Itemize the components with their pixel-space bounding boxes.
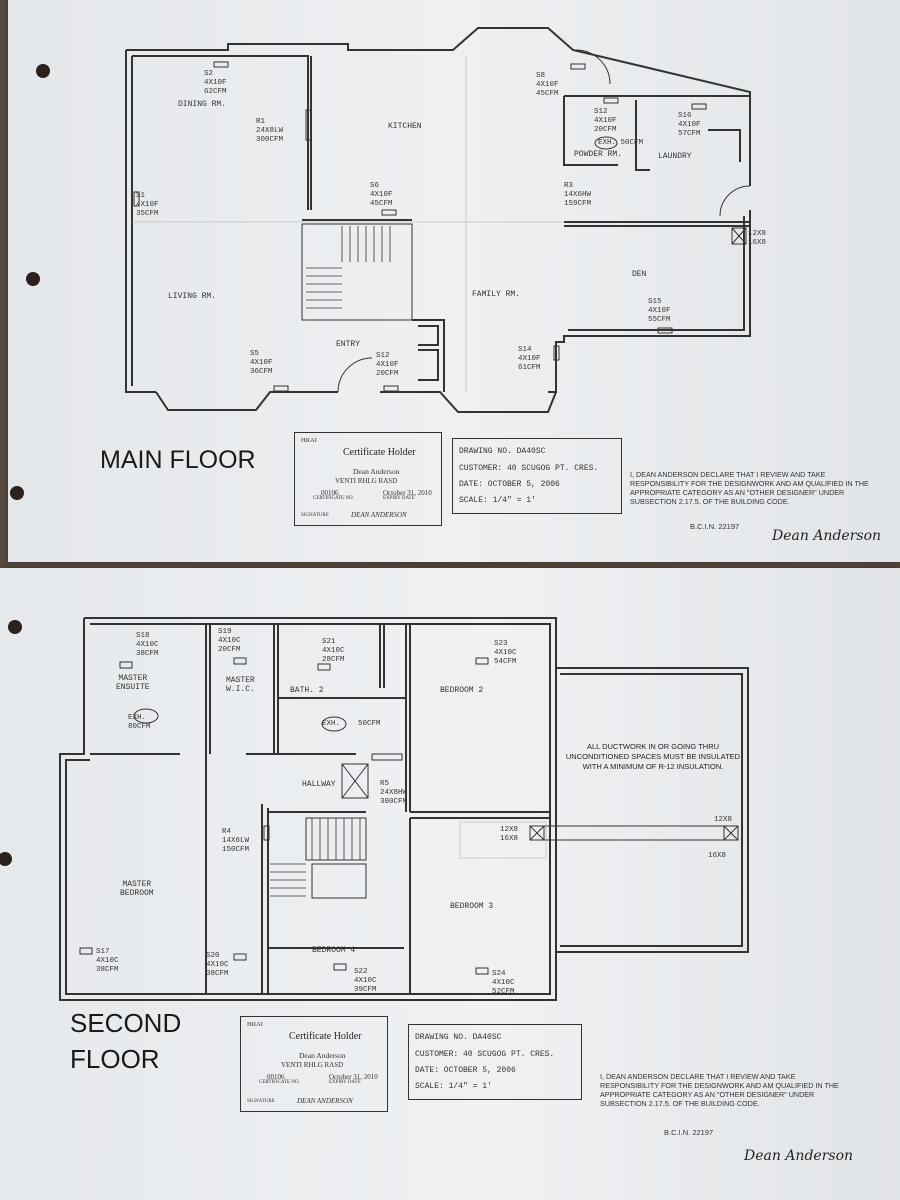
- hrai-logo-text: HRAI: [247, 1021, 263, 1028]
- cert-number-label: CERTIFICATE NO.: [259, 1080, 300, 1085]
- drawing-customer: CUSTOMER: 40 SCUGOG PT. CRES.: [415, 1050, 555, 1059]
- exhaust-bath2-label: EXH. 50CFM: [322, 720, 381, 728]
- cert-expiry: October 31, 2010: [383, 489, 432, 497]
- room-label-bedroom2: BEDROOM 2: [440, 686, 484, 695]
- main-floor-plan-drawing: [125, 27, 751, 413]
- insulation-note: ALL DUCTWORK IN OR GOING THRU UNCONDITIO…: [565, 742, 741, 771]
- room-label-master-ensuite: MASTER ENSUITE: [116, 674, 150, 692]
- main-floor-sheet: DINING RM. KITCHEN POWDER RM. LAUNDRY LI…: [8, 0, 900, 562]
- second-floor-title-line2: FLOOR: [70, 1044, 160, 1074]
- cert-title: Certificate Holder: [289, 1031, 362, 1042]
- exhaust-ensuite-label: EXH.80CFM: [128, 714, 151, 731]
- designer-declaration-main: I, DEAN ANDERSON DECLARE THAT I REVIEW A…: [630, 470, 869, 506]
- drawing-scale: SCALE: 1/4" = 1': [415, 1082, 492, 1091]
- duct-size-second-right-b: 16X8: [708, 852, 727, 860]
- drawing-number: DRAWING NO. DA40SC: [459, 447, 546, 456]
- room-label-master-wic: MASTER W.I.C.: [226, 676, 255, 694]
- bcin-second: B.C.I.N. 22197: [664, 1128, 714, 1137]
- certificate-box-main: HRAI Certificate Holder Dean Anderson VE…: [294, 432, 442, 526]
- cert-expiry-label: EXPIRY DATE: [383, 496, 415, 501]
- drawing-info-box-second: DRAWING NO. DA40SC CUSTOMER: 40 SCUGOG P…: [408, 1024, 582, 1100]
- room-label-living: LIVING RM.: [168, 292, 217, 301]
- second-floor-title-line1: SECOND: [70, 1008, 182, 1038]
- binder-hole: [10, 486, 24, 500]
- cert-signature-label: SIGNATURE: [247, 1099, 275, 1104]
- cert-number-label: CERTIFICATE NO.: [313, 496, 354, 501]
- room-label-bath2: BATH. 2: [290, 686, 324, 695]
- binder-hole: [0, 852, 12, 866]
- cert-categories: VENTI RHLG RASD: [335, 477, 398, 485]
- cert-number: 00106: [321, 489, 339, 497]
- drawing-number: DRAWING NO. DA40SC: [415, 1033, 502, 1042]
- binder-hole: [26, 272, 40, 286]
- second-floor-plan-drawing: [59, 617, 749, 1001]
- room-label-den: DEN: [632, 270, 647, 279]
- cert-categories: VENTI RHLG RASD: [281, 1061, 344, 1069]
- cert-holder: Dean Anderson: [299, 1051, 346, 1060]
- signature-main: Dean Anderson: [772, 528, 882, 544]
- cert-holder: Dean Anderson: [353, 467, 400, 476]
- duct-size-second-right-a: 12X8: [714, 816, 733, 824]
- drawing-scale: SCALE: 1/4" = 1': [459, 496, 536, 505]
- cert-signature: DEAN ANDERSON: [297, 1097, 353, 1105]
- room-label-dining: DINING RM.: [178, 100, 227, 109]
- designer-declaration-second: I, DEAN ANDERSON DECLARE THAT I REVIEW A…: [600, 1072, 839, 1108]
- drawing-date: DATE: OCTOBER 5, 2006: [415, 1066, 516, 1075]
- signature-second: Dean Anderson: [744, 1148, 854, 1164]
- cert-signature: DEAN ANDERSON: [351, 511, 407, 519]
- second-floor-sheet: MASTER ENSUITE MASTER W.I.C. BATH. 2 BED…: [0, 568, 900, 1200]
- cert-signature-label: SIGNATURE: [301, 513, 329, 518]
- binder-hole: [36, 64, 50, 78]
- room-label-hallway: HALLWAY: [302, 780, 336, 789]
- room-label-kitchen: KITCHEN: [388, 122, 422, 131]
- room-label-master-bedroom: MASTER BEDROOM: [120, 880, 154, 898]
- room-label-entry: ENTRY: [336, 340, 361, 349]
- drawing-date: DATE: OCTOBER 5, 2006: [459, 480, 560, 489]
- cert-number: 00106: [267, 1073, 285, 1081]
- hrai-logo-text: HRAI: [301, 437, 317, 444]
- cert-expiry-label: EXPIRY DATE: [329, 1080, 361, 1085]
- room-label-powder: POWDER RM.: [574, 150, 623, 159]
- certificate-box-second: HRAI Certificate Holder Dean Anderson VE…: [240, 1016, 388, 1112]
- exhaust-powder-label: EXH. 50CFM: [598, 139, 644, 147]
- room-label-laundry: LAUNDRY: [658, 152, 692, 161]
- cert-expiry: October 31, 2010: [329, 1073, 378, 1081]
- main-floor-title: MAIN FLOOR: [100, 446, 256, 474]
- room-label-bedroom4: BEDROOM 4: [312, 946, 356, 955]
- room-label-family: FAMILY RM.: [472, 290, 521, 299]
- bcin-main: B.C.I.N. 22197: [690, 522, 740, 531]
- drawing-info-box-main: DRAWING NO. DA40SC CUSTOMER: 40 SCUGOG P…: [452, 438, 622, 514]
- cert-title: Certificate Holder: [343, 447, 416, 458]
- room-label-bedroom3: BEDROOM 3: [450, 902, 494, 911]
- drawing-customer: CUSTOMER: 40 SCUGOG PT. CRES.: [459, 464, 599, 473]
- binder-hole: [8, 620, 22, 634]
